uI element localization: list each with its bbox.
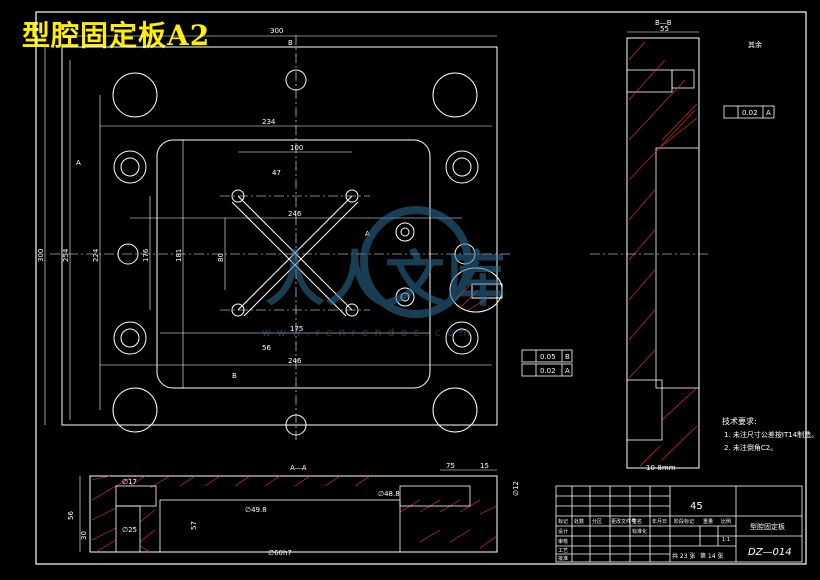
plan-view bbox=[44, 35, 510, 440]
rev-header-6: 年月日 bbox=[652, 518, 667, 525]
drawing-frame bbox=[35, 11, 807, 565]
rev-header-2: 处数 bbox=[574, 518, 584, 525]
tol-ref-2: A bbox=[565, 367, 570, 375]
plan-tolerance-frames bbox=[521, 349, 573, 377]
bb-tol-ref: A bbox=[766, 109, 771, 117]
watermark: 人人文库 www.renrendoc.com bbox=[262, 206, 505, 339]
rev-header-1: 标记 bbox=[558, 518, 568, 525]
stage-label: 阶段标记 bbox=[674, 518, 694, 525]
sheet-count: 共 23 张 bbox=[672, 552, 695, 560]
section-aa-hatch bbox=[91, 475, 498, 553]
bb-width: 55 bbox=[660, 25, 669, 33]
weight-label: 重量 bbox=[703, 518, 713, 525]
aa-fit-2: ∅48.8 bbox=[378, 490, 400, 498]
bb-roughness: 其余 bbox=[748, 40, 762, 49]
dim-top-width: 300 bbox=[270, 27, 283, 35]
dim-d47: 47 bbox=[272, 169, 281, 177]
dim-h224: 224 bbox=[92, 248, 100, 262]
tol-value-1: 0.05 bbox=[540, 353, 556, 361]
plate-outline bbox=[61, 46, 498, 426]
dim-w246-bottom: 246 bbox=[288, 357, 302, 365]
tech-req-title: 技术要求: bbox=[722, 416, 757, 426]
aa-dim-75: 75 bbox=[446, 462, 455, 470]
title-block bbox=[555, 485, 803, 563]
tol-value-2: 0.02 bbox=[540, 367, 556, 375]
tol-ref-1: B bbox=[565, 353, 570, 361]
bb-tol-value: 0.02 bbox=[742, 109, 758, 117]
sheet-number: 第 14 张 bbox=[700, 552, 723, 560]
section-bb-hatch bbox=[628, 41, 698, 467]
role-approve: 批准 bbox=[558, 555, 568, 562]
section-bb-label: B—B bbox=[655, 19, 672, 27]
dim-h300: 300 bbox=[37, 249, 45, 262]
dim-h181: 181 bbox=[175, 249, 183, 262]
section-bb-outline bbox=[626, 37, 700, 469]
scale-value: 1:1 bbox=[722, 537, 730, 543]
section-mark-b-bottom: B bbox=[232, 372, 237, 380]
dim-h80: 80 bbox=[217, 253, 225, 262]
dim-w246-mid: 246 bbox=[288, 210, 302, 218]
dim-inner-width: 234 bbox=[262, 118, 276, 126]
aa-phi12: ∅12 bbox=[512, 481, 520, 496]
dim-h176: 176 bbox=[142, 248, 150, 262]
bb-note-dim: 10-8mm bbox=[646, 464, 676, 472]
section-bb bbox=[590, 31, 775, 469]
aa-dim-57: 57 bbox=[190, 521, 198, 530]
aa-dim-56: 56 bbox=[67, 511, 75, 520]
section-aa-label: A—A bbox=[290, 464, 307, 472]
section-aa bbox=[79, 469, 498, 553]
tech-req-item-2: 2. 未注倒角C2。 bbox=[724, 443, 777, 452]
runner-x bbox=[231, 195, 359, 317]
guide-pillar-holes bbox=[112, 72, 478, 433]
watermark-url: www.renrendoc.com bbox=[262, 326, 476, 339]
aa-fit-3: ∅60h7 bbox=[268, 549, 292, 557]
dim-w100: 100 bbox=[290, 144, 303, 152]
part-name: 型腔固定板 bbox=[750, 522, 785, 531]
std-label: 标准化 bbox=[632, 528, 647, 535]
aa-phi17: ∅17 bbox=[122, 478, 137, 486]
tech-req-item-1: 1. 未注尺寸公差按IT14制造。 bbox=[724, 430, 818, 439]
section-mark-b-top: B bbox=[288, 39, 293, 47]
cavity-pocket bbox=[156, 139, 431, 389]
aa-dim-30: 30 bbox=[80, 531, 88, 540]
plan-dim-text: 300 234 100 246 175 246 56 47 300 254 22… bbox=[37, 27, 370, 380]
dim-w175: 175 bbox=[290, 325, 303, 333]
rev-header-5: 签名 bbox=[632, 518, 642, 525]
role-process: 工艺 bbox=[558, 548, 568, 554]
centre-lines bbox=[50, 35, 510, 440]
dim-d56: 56 bbox=[262, 344, 271, 352]
dim-h254: 254 bbox=[62, 248, 70, 262]
material: 45 bbox=[690, 501, 703, 512]
drawing-number: DZ—014 bbox=[748, 547, 792, 558]
role-check: 审核 bbox=[558, 538, 568, 545]
section-mark-a-mid: A bbox=[365, 230, 370, 238]
aa-fit-1: ∅49.8 bbox=[245, 506, 267, 514]
role-design: 设计 bbox=[558, 528, 568, 535]
aa-dim-15: 15 bbox=[480, 462, 489, 470]
watermark-text: 人人文库 bbox=[265, 245, 505, 315]
section-mark-a-left: A bbox=[76, 159, 81, 167]
aa-phi25: ∅25 bbox=[122, 526, 137, 534]
rev-header-3: 分区 bbox=[592, 518, 602, 525]
rev-header-4: 更改文件号 bbox=[611, 518, 636, 525]
dimension-lines bbox=[44, 35, 497, 425]
scale-label: 比例 bbox=[721, 518, 731, 525]
